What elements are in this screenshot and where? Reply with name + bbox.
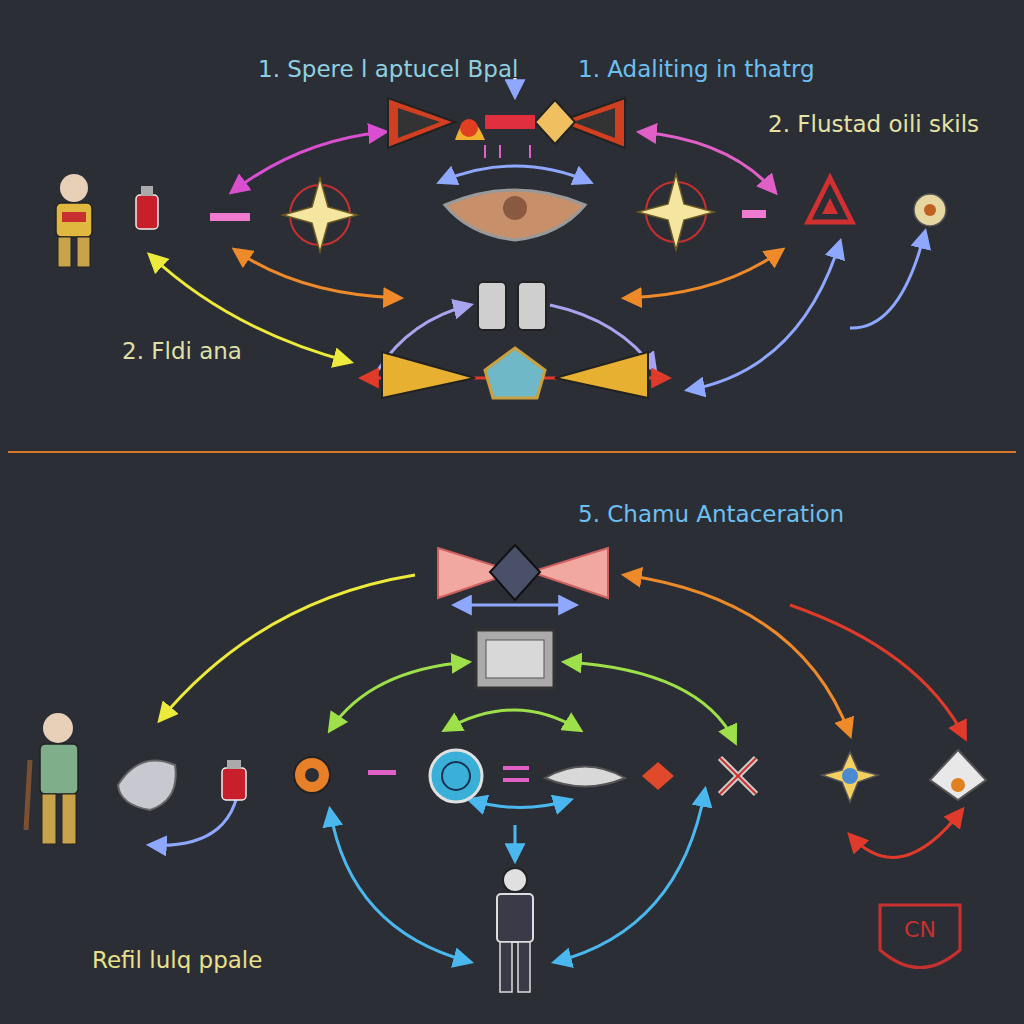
- arrows-bottom: [150, 575, 965, 962]
- heading-label: 2. Flustad oili skils: [768, 111, 979, 137]
- icons-bottom: [26, 545, 986, 992]
- heading-label: 1. Adaliting in thatrg: [578, 56, 815, 82]
- divider-line: [8, 451, 1016, 453]
- icons-top: [56, 98, 946, 398]
- heading-label: 5. Chamu Antaceration: [578, 501, 844, 527]
- watermark: CN: [904, 917, 936, 942]
- footer-label: Refil lulq ppale: [92, 947, 262, 973]
- heading-label: 1. Spere l aptucel Bpal: [258, 56, 518, 82]
- heading-label: 2. Fldi ana: [122, 338, 242, 364]
